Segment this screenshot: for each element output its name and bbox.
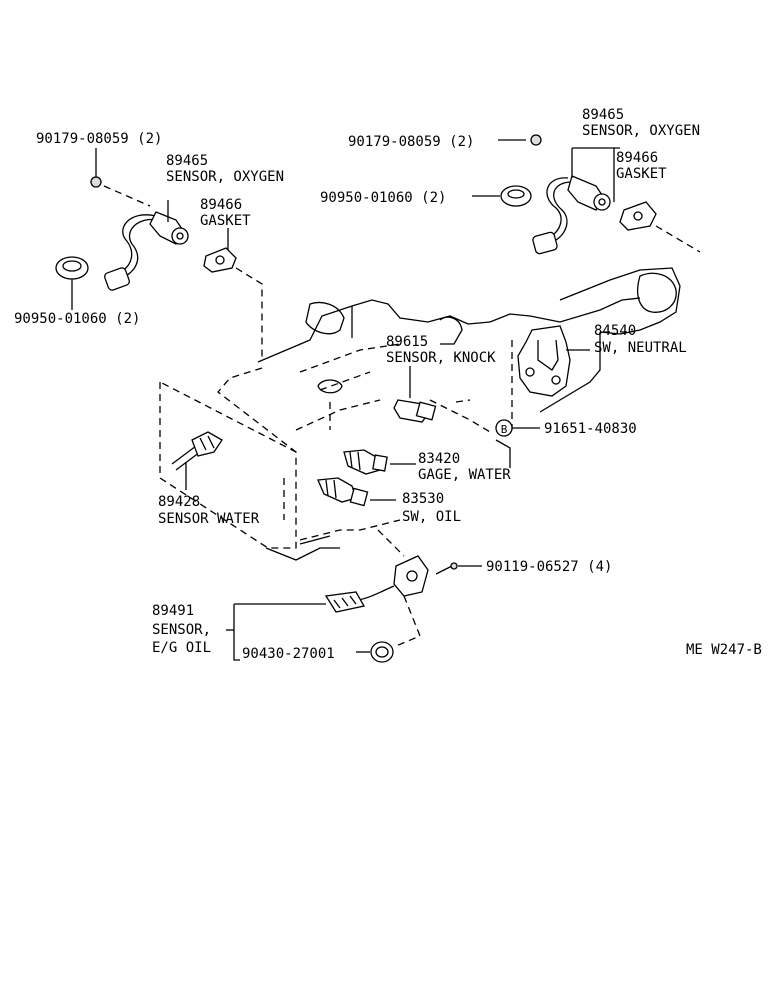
- engine-block: [159, 267, 681, 561]
- bolt-b-label: 91651-40830: [544, 421, 637, 437]
- oil-switch: [317, 477, 396, 507]
- neutral-switch: [517, 325, 590, 397]
- sensor-oxygen-left-number: 89465: [166, 153, 208, 169]
- water-sensor: [171, 431, 223, 490]
- gasket-right-name: GASKET: [616, 166, 667, 182]
- knock-sensor-number: 89615: [386, 334, 428, 350]
- sensor-oxygen-right-number: 89465: [582, 107, 624, 123]
- water-gage: [343, 449, 416, 475]
- grommet-left-label: 90950-01060 (2): [14, 311, 140, 327]
- screw-label: 90119-06527 (4): [486, 559, 612, 575]
- oxygen-sensor-left: [55, 148, 263, 360]
- neutral-switch-number: 84540: [594, 323, 636, 339]
- gasket-right-number: 89466: [616, 150, 658, 166]
- knock-sensor: [393, 366, 437, 423]
- water-gage-number: 83420: [418, 451, 460, 467]
- water-sensor-number: 89428: [158, 494, 200, 510]
- eg-oil-sensor-number: 89491: [152, 603, 194, 619]
- oxygen-sensor-right: [472, 134, 701, 255]
- oring-label: 90430-27001: [242, 646, 335, 662]
- grommet-right-label: 90950-01060 (2): [320, 190, 446, 206]
- bolt-b-marker: B: [495, 419, 540, 468]
- eg-oil-sensor-name-line2: E/G OIL: [152, 640, 211, 656]
- clip-left-label: 90179-08059 (2): [36, 131, 162, 147]
- water-sensor-name: SENSOR WATER: [158, 511, 260, 527]
- gasket-left-number: 89466: [200, 197, 242, 213]
- clip-right-label: 90179-08059 (2): [348, 134, 474, 150]
- b-marker-label: B: [501, 423, 508, 436]
- eg-oil-sensor: [226, 529, 482, 663]
- oil-switch-number: 83530: [402, 491, 444, 507]
- knock-sensor-name: SENSOR, KNOCK: [386, 350, 496, 366]
- gasket-left-name: GASKET: [200, 213, 251, 229]
- diagram-code: ME W247-B: [686, 642, 762, 658]
- eg-oil-sensor-name-line1: SENSOR,: [152, 622, 211, 638]
- callout-labels: 90179-08059 (2) 89465 SENSOR, OXYGEN 894…: [14, 107, 762, 662]
- sensor-oxygen-left-name: SENSOR, OXYGEN: [166, 169, 284, 185]
- water-gage-name: GAGE, WATER: [418, 467, 511, 483]
- neutral-switch-name: SW, NEUTRAL: [594, 340, 687, 356]
- sensor-oxygen-right-name: SENSOR, OXYGEN: [582, 123, 700, 139]
- oil-switch-name: SW, OIL: [402, 509, 461, 525]
